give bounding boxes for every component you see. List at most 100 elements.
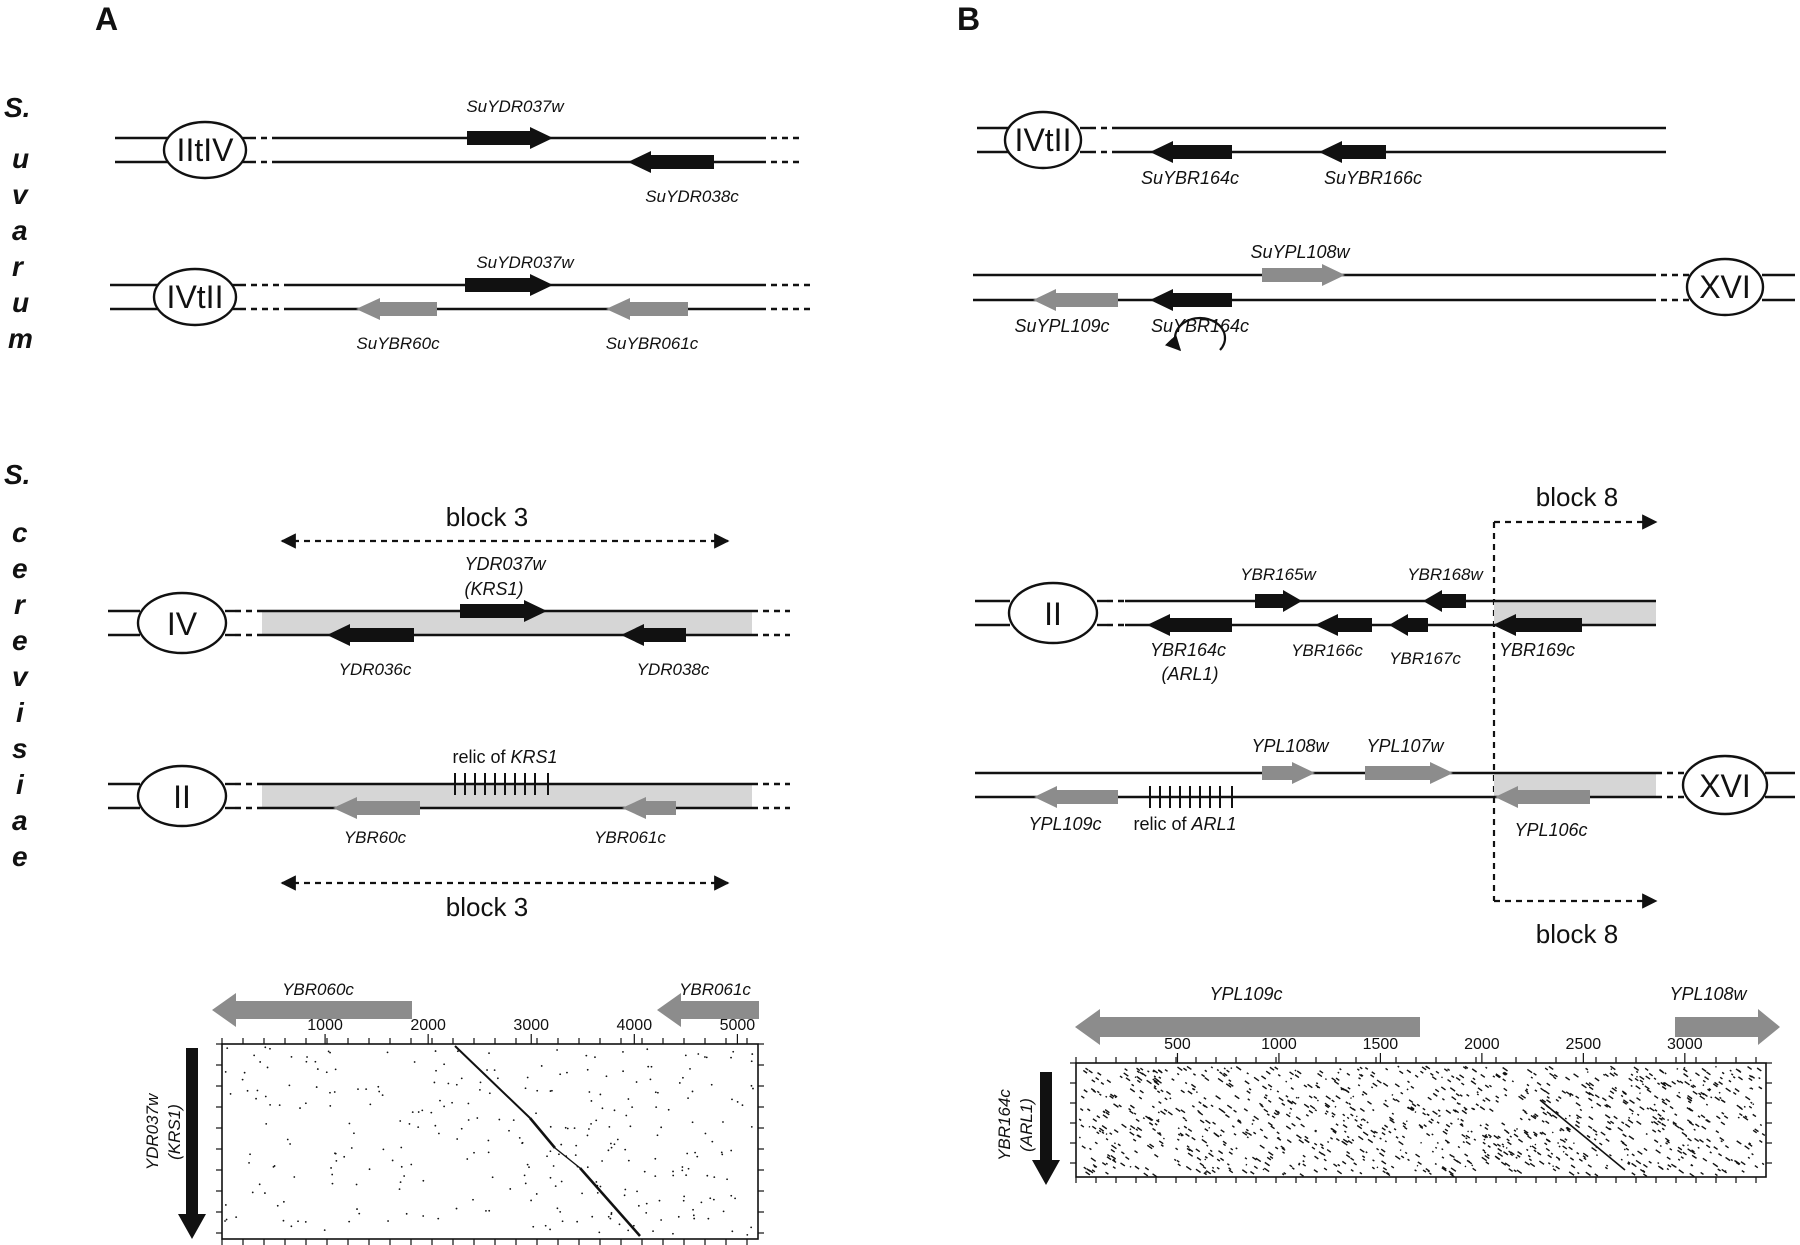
- dot: [1420, 1141, 1422, 1144]
- dot: [1701, 1067, 1707, 1072]
- dot: [276, 1204, 279, 1207]
- dot: [1660, 1081, 1667, 1087]
- dot: [1205, 1119, 1211, 1125]
- dot: [1466, 1093, 1470, 1097]
- dot: [689, 1068, 691, 1070]
- gene-label: SuYDR037w: [466, 97, 565, 116]
- dot: [1666, 1167, 1670, 1171]
- dot: [251, 1191, 254, 1194]
- dot: [1674, 1113, 1678, 1117]
- dot: [382, 1148, 385, 1151]
- dot: [400, 1146, 403, 1149]
- gene-arrow: [1495, 786, 1590, 808]
- dot: [258, 1183, 261, 1186]
- dot: [1382, 1167, 1388, 1171]
- dot: [1628, 1135, 1635, 1140]
- dot: [1544, 1142, 1548, 1146]
- dot: [224, 1204, 227, 1206]
- dot: [1559, 1138, 1563, 1141]
- dot: [1157, 1118, 1160, 1121]
- dot: [1460, 1122, 1464, 1126]
- gene-arrow-x-left: [212, 993, 412, 1027]
- dot: [1422, 1112, 1427, 1116]
- dot: [1152, 1078, 1158, 1083]
- dot: [1215, 1095, 1221, 1100]
- dot: [1233, 1132, 1237, 1136]
- dot: [1384, 1099, 1387, 1102]
- gene-arrow: [333, 797, 420, 819]
- dot: [1333, 1080, 1340, 1085]
- dot: [1441, 1156, 1445, 1159]
- chromosome-label: IVtII: [1015, 122, 1072, 158]
- dot: [705, 1056, 708, 1059]
- dot: [1285, 1125, 1292, 1130]
- dot: [1266, 1156, 1272, 1161]
- dot: [1672, 1121, 1678, 1126]
- dot: [1153, 1080, 1160, 1086]
- dot: [1555, 1156, 1561, 1160]
- dot: [1714, 1065, 1717, 1068]
- dot: [1180, 1134, 1183, 1137]
- dot: [629, 1125, 632, 1128]
- dot: [1732, 1091, 1737, 1095]
- dot: [1481, 1156, 1488, 1162]
- dot: [1712, 1162, 1719, 1168]
- dot: [625, 1114, 628, 1117]
- dot: [595, 1181, 598, 1183]
- dot: [616, 1138, 619, 1141]
- chromosome-a-cerevisiae-2: II relic of KRS1 YBR60c YBR061c: [108, 747, 790, 847]
- dot: [1497, 1147, 1503, 1152]
- dot: [1648, 1072, 1654, 1077]
- dot: [1356, 1068, 1360, 1071]
- dot: [1587, 1125, 1593, 1130]
- dot: [1139, 1067, 1144, 1071]
- dot: [1129, 1088, 1136, 1093]
- dot: [1185, 1133, 1190, 1137]
- dot: [1679, 1080, 1684, 1084]
- dot: [1674, 1124, 1680, 1129]
- dot: [460, 1077, 463, 1080]
- dot: [1679, 1127, 1684, 1131]
- dot: [613, 1109, 616, 1112]
- dot: [1613, 1072, 1619, 1076]
- gene-label: (ARL1): [1161, 664, 1218, 684]
- dot: [682, 1199, 685, 1202]
- dot: [1269, 1088, 1272, 1091]
- dot: [486, 1069, 488, 1071]
- dot: [1141, 1072, 1147, 1077]
- dot: [323, 1229, 326, 1231]
- dot: [1485, 1134, 1488, 1136]
- dot: [654, 1157, 657, 1160]
- dot: [1136, 1079, 1141, 1084]
- dot: [1216, 1166, 1220, 1170]
- dot: [1666, 1140, 1670, 1144]
- dot: [1281, 1102, 1286, 1106]
- dot: [1357, 1084, 1361, 1087]
- dot: [327, 1050, 330, 1053]
- dot: [1529, 1162, 1536, 1168]
- dot: [1479, 1106, 1486, 1111]
- dot: [1395, 1098, 1400, 1103]
- dot: [1750, 1087, 1754, 1090]
- dot: [1511, 1080, 1514, 1083]
- dot: [1587, 1164, 1592, 1168]
- dot: [535, 1193, 538, 1195]
- dot: [1562, 1150, 1565, 1153]
- dot: [1215, 1134, 1220, 1138]
- dot: [1487, 1134, 1492, 1138]
- dot: [1117, 1143, 1121, 1147]
- dot: [1088, 1125, 1091, 1128]
- dot: [1091, 1079, 1096, 1083]
- dot: [1111, 1159, 1117, 1164]
- dot: [1353, 1162, 1358, 1166]
- dot: [1561, 1139, 1566, 1143]
- dot: [1086, 1108, 1091, 1112]
- dot: [1316, 1086, 1319, 1089]
- dot: [1472, 1167, 1477, 1172]
- dot: [1551, 1131, 1554, 1134]
- dot: [1657, 1082, 1661, 1086]
- dot: [1364, 1066, 1369, 1070]
- dot: [1558, 1145, 1561, 1148]
- dot: [1329, 1137, 1334, 1140]
- dot: [356, 1208, 358, 1210]
